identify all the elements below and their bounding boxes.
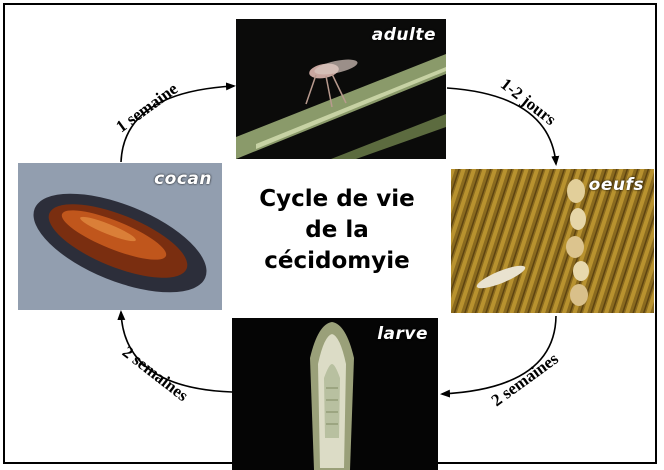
title-line-1: Cycle de vie [228,184,446,215]
larve-photo: larve [232,318,438,470]
stage-label-cocon: cocan [154,169,212,189]
stage-label-larve: larve [377,324,428,344]
title-line-3: cécidomyie [228,246,446,277]
oeufs-photo: oeufs [451,169,654,313]
stage-label-oeufs: oeufs [589,175,644,195]
cocon-photo: cocan [18,163,222,310]
diagram-title: Cycle de vie de la cécidomyie [228,184,446,277]
adulte-photo: adulte [236,19,446,159]
title-line-2: de la [228,215,446,246]
stage-label-adulte: adulte [372,25,436,45]
